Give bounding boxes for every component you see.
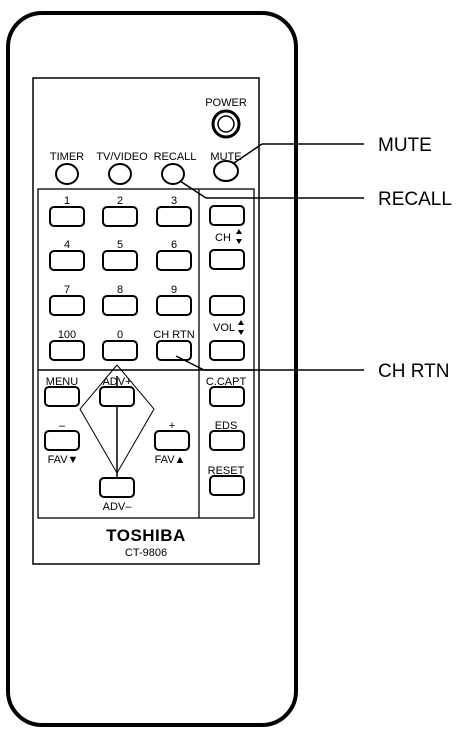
menu-label: MENU	[46, 376, 78, 388]
key-label: 3	[171, 195, 177, 207]
fav-up-label: FAV▲	[155, 454, 186, 466]
key-ch-rtn[interactable]	[156, 340, 192, 361]
key-label: 4	[64, 239, 70, 251]
timer-button[interactable]	[55, 163, 79, 185]
eds-label: EDS	[215, 420, 238, 432]
face-panel	[32, 77, 260, 565]
fav-down-button[interactable]	[44, 430, 80, 451]
fav-up-button[interactable]	[154, 430, 190, 451]
minus-label: –	[59, 420, 66, 432]
key-label: 2	[117, 195, 123, 207]
plus-label: +	[169, 420, 175, 432]
power-button-inner	[217, 115, 235, 133]
tv-video-button[interactable]	[108, 163, 132, 185]
menu-frame	[37, 369, 255, 519]
ch-rtn-callout-line	[175, 355, 205, 371]
vol-down-button[interactable]	[209, 340, 245, 361]
callout-ch-rtn: CH RTN	[378, 361, 449, 382]
timer-label: TIMER	[50, 151, 84, 163]
ch-label: CH	[215, 232, 231, 244]
adv-minus-button[interactable]	[99, 477, 135, 498]
c-capt-button[interactable]	[209, 386, 245, 407]
key-5[interactable]	[102, 250, 138, 271]
mute-callout-line	[233, 143, 263, 164]
mute-label: MUTE	[210, 151, 241, 163]
reset-label: RESET	[208, 465, 245, 477]
key-label: 1	[64, 195, 70, 207]
key-label: 8	[117, 284, 123, 296]
fav-down-label: FAV▼	[48, 454, 79, 466]
eds-button[interactable]	[209, 430, 245, 451]
power-button[interactable]	[211, 109, 241, 139]
callout-mute: MUTE	[378, 135, 432, 156]
callout-recall: RECALL	[378, 189, 452, 210]
key-2[interactable]	[102, 206, 138, 227]
key-3[interactable]	[156, 206, 192, 227]
recall-label: RECALL	[154, 151, 197, 163]
adv-plus-label: ADV+	[102, 376, 131, 388]
model-number: CT-9806	[125, 547, 167, 559]
key-9[interactable]	[156, 295, 192, 316]
key-label: 0	[117, 329, 123, 341]
key-100[interactable]	[49, 340, 85, 361]
key-0[interactable]	[102, 340, 138, 361]
ch-up-button[interactable]	[209, 205, 245, 226]
key-8[interactable]	[102, 295, 138, 316]
remote-body	[6, 11, 298, 727]
recall-callout-line	[179, 180, 207, 199]
vol-label: VOL	[213, 322, 235, 334]
ch-updown-icon	[236, 229, 242, 244]
vol-updown-icon	[238, 320, 244, 335]
ch-down-button[interactable]	[209, 249, 245, 270]
key-label: 6	[171, 239, 177, 251]
key-label: 100	[58, 329, 76, 341]
tv-video-label: TV/VIDEO	[96, 151, 148, 163]
adv-plus-button[interactable]	[99, 386, 135, 407]
key-label: 9	[171, 284, 177, 296]
vol-up-button[interactable]	[209, 295, 245, 316]
brand-logo: TOSHIBA	[106, 526, 186, 545]
adv-minus-label: ADV–	[103, 501, 133, 513]
mute-button[interactable]	[213, 160, 239, 182]
key-7[interactable]	[49, 295, 85, 316]
menu-button[interactable]	[44, 386, 80, 407]
recall-button[interactable]	[161, 163, 185, 185]
key-label: CH RTN	[153, 329, 194, 341]
c-capt-label: C.CAPT	[206, 376, 247, 388]
key-label: 7	[64, 284, 70, 296]
key-1[interactable]	[49, 206, 85, 227]
reset-button[interactable]	[209, 475, 245, 496]
key-6[interactable]	[156, 250, 192, 271]
key-label: 5	[117, 239, 123, 251]
key-4[interactable]	[49, 250, 85, 271]
power-label: POWER	[205, 97, 247, 109]
